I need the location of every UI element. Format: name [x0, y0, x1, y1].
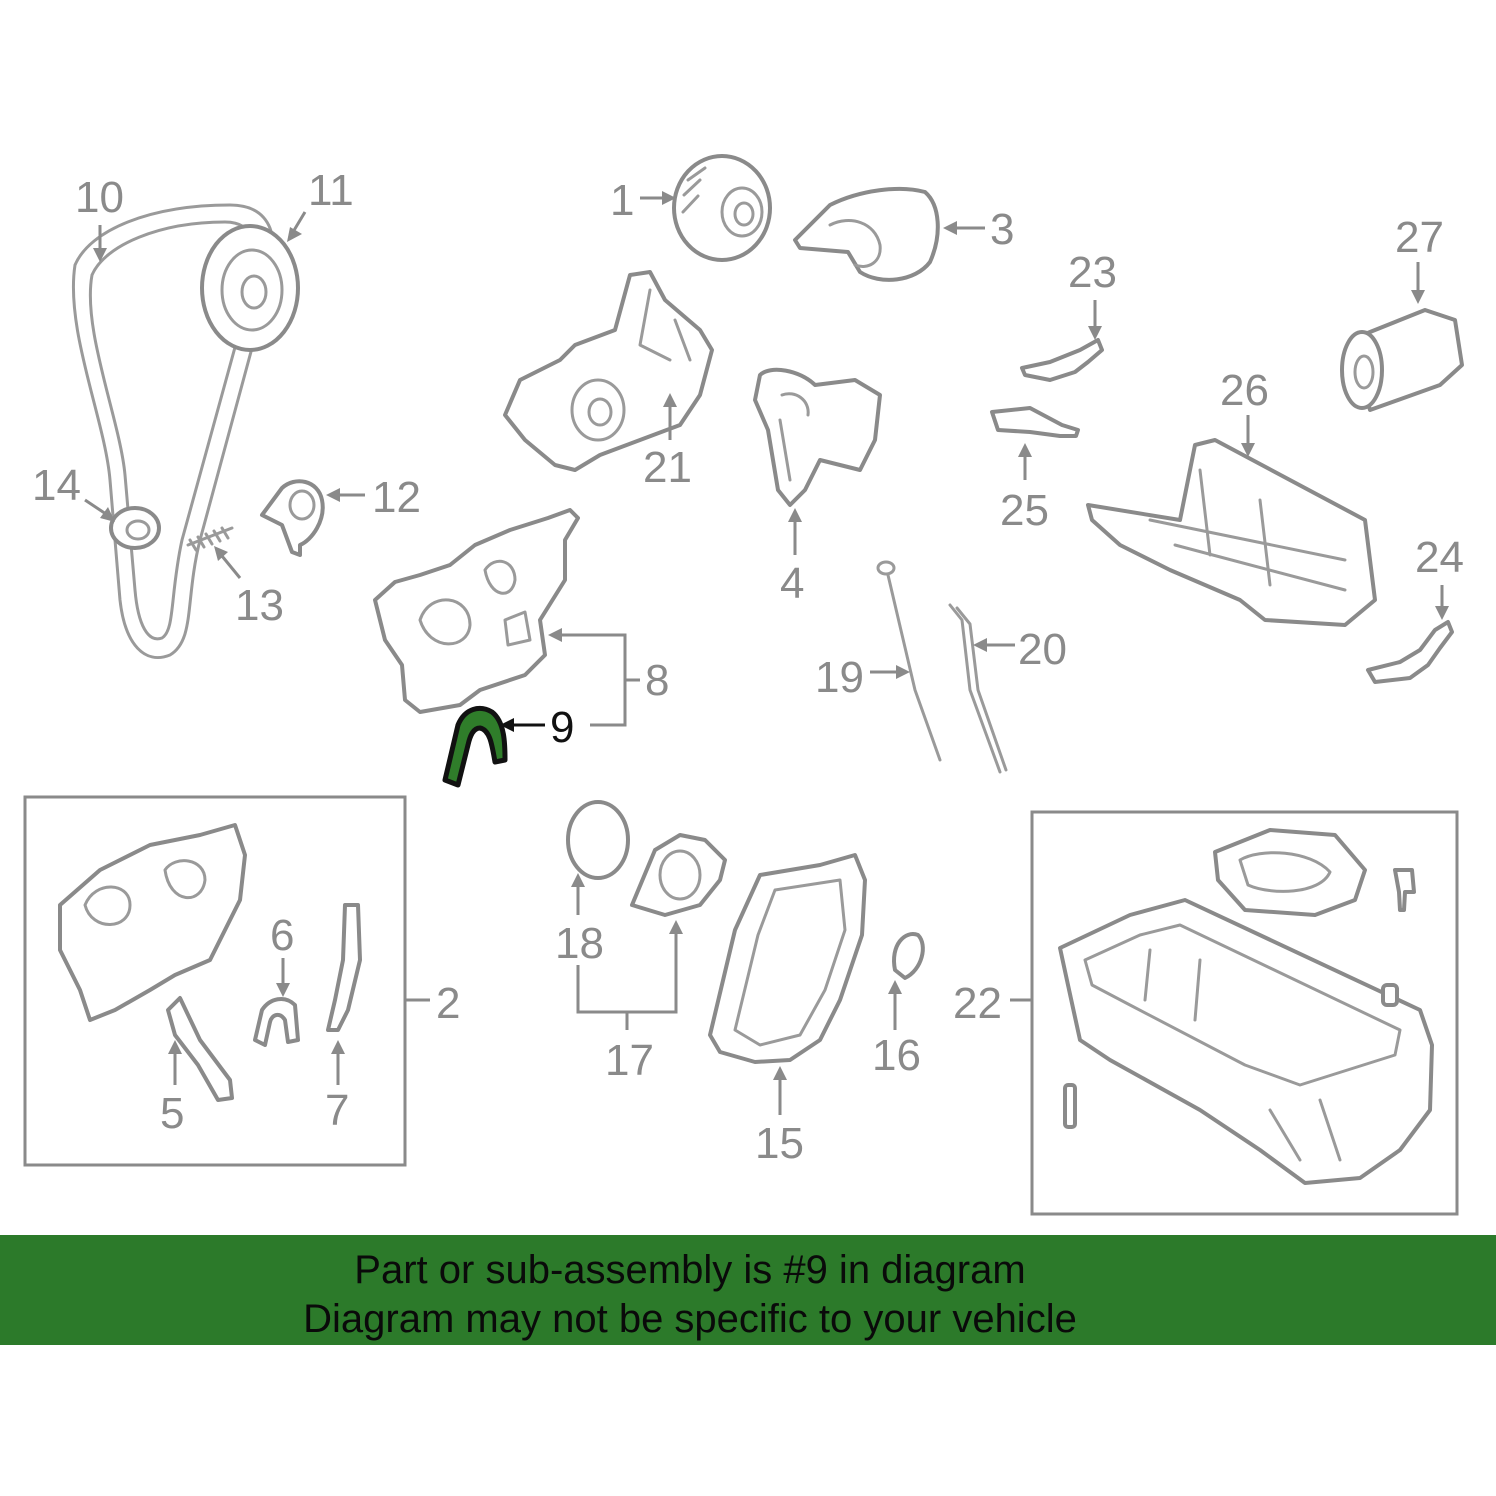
callout-6: 6: [270, 911, 294, 960]
callout-4: 4: [780, 559, 804, 608]
sub-assembly-box-2: [23, 795, 407, 1167]
callout-10: 10: [75, 173, 124, 222]
callout-11: 11: [308, 166, 354, 215]
part-7-gasket-strip: [326, 903, 362, 1032]
callout-18: 18: [555, 919, 604, 968]
banner-part-note: Part or sub-assembly is #9 in diagram: [354, 1248, 1026, 1292]
callout-24: 24: [1415, 533, 1464, 582]
callout-13: 13: [235, 581, 284, 630]
part-8-timing-cover: [373, 508, 580, 714]
callout-9[interactable]: 9: [550, 703, 574, 752]
callout-7: 7: [325, 1086, 349, 1135]
part-25-sensor: [990, 406, 1080, 438]
part-24-bracket: [1366, 620, 1454, 684]
part-26-oil-pan-baffle: [1086, 438, 1377, 627]
callout-22: 22: [953, 979, 1002, 1028]
part-17-seal-housing: [630, 833, 727, 917]
part-18-o-ring: [566, 800, 630, 880]
callout-19: 19: [815, 653, 864, 702]
callout-23: 23: [1068, 248, 1117, 297]
banner-disclaimer: Diagram may not be specific to your vehi…: [303, 1297, 1077, 1341]
callout-5: 5: [160, 1089, 184, 1138]
callout-labels: 1 2 3 4 5 6 7 8 9 10 11 12 13 14 15 16 1…: [32, 166, 1464, 1168]
callout-15: 15: [755, 1119, 804, 1168]
part-23-bracket: [1020, 338, 1104, 382]
part-13-tensioner-spring: [186, 526, 234, 552]
part-20-dipstick-tube: [948, 603, 1008, 774]
callout-1: 1: [610, 176, 634, 225]
callout-21: 21: [643, 443, 692, 492]
callout-26: 26: [1220, 366, 1269, 415]
callout-12: 12: [372, 473, 421, 522]
part-9-highlighted-seal[interactable]: [442, 706, 508, 788]
part-22-oil-pan: [1058, 828, 1434, 1185]
part-15-gasket: [708, 853, 867, 1064]
callout-2: 2: [436, 979, 460, 1028]
callout-20: 20: [1018, 625, 1067, 674]
part-12-tensioner: [260, 479, 325, 557]
callout-8: 8: [645, 656, 669, 705]
sub-assembly-box-22: [1030, 810, 1459, 1216]
callout-25: 25: [1000, 486, 1049, 535]
callout-27: 27: [1395, 213, 1444, 262]
callout-3: 3: [990, 205, 1014, 254]
part-10-timing-belt: [71, 203, 276, 660]
part-21-oil-pump-body: [503, 270, 714, 472]
part-27-oil-filter: [1340, 308, 1464, 412]
part-2-timing-cover-set: [58, 823, 247, 1022]
part-11-cam-sprocket: [200, 224, 300, 352]
part-3-oil-pump-cover: [793, 186, 940, 282]
part-5-gasket: [166, 996, 234, 1102]
part-14-idler-pulley: [109, 506, 161, 550]
callout-14: 14: [32, 461, 81, 510]
part-16-o-ring: [892, 932, 925, 980]
leader-lines: [84, 191, 1449, 1115]
part-4-oil-strainer: [753, 367, 882, 507]
callout-16: 16: [872, 1031, 921, 1080]
part-19-dipstick: [876, 560, 942, 762]
part-6-seal: [253, 997, 300, 1047]
part-1-crank-pulley: [672, 154, 772, 262]
callout-17: 17: [605, 1036, 654, 1085]
info-banner: Part or sub-assembly is #9 in diagram Di…: [0, 1235, 1496, 1345]
